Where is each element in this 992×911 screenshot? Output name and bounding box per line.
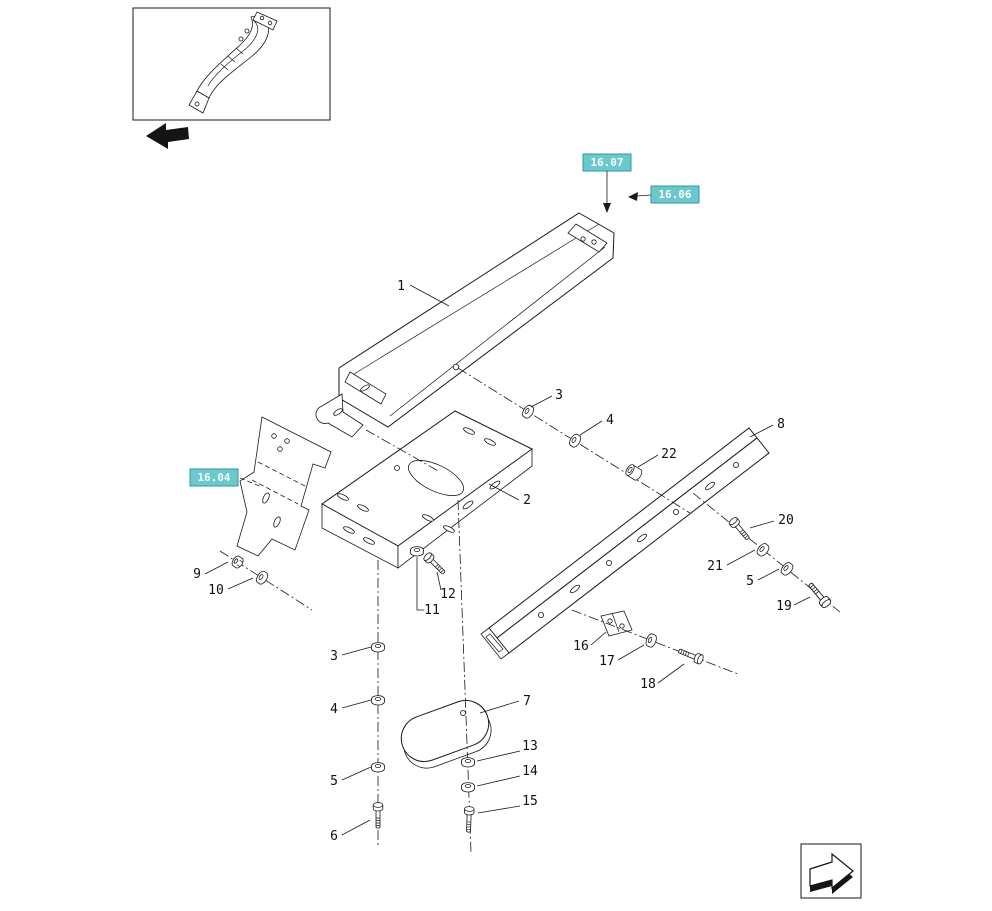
part-number-callout: 4	[606, 413, 614, 428]
part-20-bolt	[727, 515, 753, 543]
callout-leader-line	[341, 699, 372, 709]
part-18-bolt	[676, 645, 705, 666]
part-2-support-bracket	[321, 410, 533, 569]
callout-leader-line	[657, 663, 685, 684]
ref-link-16-07[interactable]: 16.07	[582, 153, 632, 213]
callout-leader-line	[726, 549, 756, 566]
callout-leader-line	[749, 424, 774, 438]
part-5-washer-right	[778, 560, 796, 578]
callout-leader-line	[793, 596, 811, 606]
page-forward-nav[interactable]	[800, 843, 862, 899]
part-number-callout: 10	[208, 583, 224, 598]
part-number-callout: 3	[330, 649, 338, 664]
callout-leader-line	[590, 631, 607, 646]
part-number-callout: 4	[330, 702, 338, 717]
part-1-main-beam	[315, 212, 615, 438]
part-number-callout: 21	[707, 559, 723, 574]
part-number-callout: 11	[424, 603, 440, 618]
callout-leader-line	[416, 557, 424, 611]
callout-leader-line	[579, 420, 603, 436]
part-number-callout: 16	[573, 639, 589, 654]
callout-leader-line	[341, 819, 371, 836]
part-number-callout: 5	[330, 774, 338, 789]
callout-leader-line	[341, 646, 372, 656]
part-number-callout: 22	[661, 447, 677, 462]
thumbnail-panel	[132, 7, 331, 149]
callout-leader-line	[617, 644, 645, 661]
part-number-callout: 3	[555, 388, 563, 403]
part-6-bolt	[372, 802, 384, 829]
part-frame-fragment	[236, 416, 332, 557]
callout-leader-line	[341, 766, 372, 781]
part-number-callout: 7	[523, 694, 531, 709]
ref-highlight-box[interactable]	[189, 468, 239, 487]
part-number-callout: 17	[599, 654, 615, 669]
ref-highlight-box[interactable]	[650, 185, 700, 204]
callout-leader-line	[476, 750, 521, 762]
part-4-washer-lower	[371, 695, 385, 706]
part-number-callout: 20	[778, 513, 794, 528]
part-19-bolt	[805, 580, 833, 610]
callout-leader-line	[749, 520, 775, 529]
part-7-oval-plate	[400, 699, 492, 769]
part-number-callout: 15	[522, 794, 538, 809]
part-21-washer	[754, 541, 772, 559]
callout-leader-line	[637, 454, 659, 468]
part-11-washer	[410, 546, 424, 557]
ref-link-16-04[interactable]: 16.04	[189, 468, 263, 488]
part-12-bolt	[422, 551, 448, 577]
down-arrow-icon	[603, 203, 611, 213]
part-9-nut	[230, 554, 246, 570]
thumbnail-border	[132, 7, 331, 121]
part-17-washer	[644, 632, 659, 649]
callout-leader-line	[476, 775, 521, 787]
callout-leader-line	[409, 284, 450, 307]
part-number-callout: 8	[777, 417, 785, 432]
part-10-washer	[254, 569, 270, 587]
ref-label-text: 16.06	[658, 188, 691, 201]
part-number-callout: 9	[193, 567, 201, 582]
thumbnail-assembly-art	[188, 11, 278, 114]
part-15-bolt	[463, 806, 475, 833]
part-number-callout: 19	[776, 599, 792, 614]
left-arrow-icon	[628, 192, 638, 201]
part-number-callout: 1	[397, 279, 405, 294]
part-14-washer	[461, 782, 475, 793]
part-5-washer-lower	[371, 762, 385, 773]
callout-leader-line	[436, 571, 442, 591]
part-8-long-rail	[480, 427, 770, 660]
callout-leader-line	[227, 577, 254, 590]
page-forward-arrow-icon[interactable]	[809, 852, 854, 894]
part-13-washer	[461, 757, 475, 768]
callout-leader-line	[479, 700, 520, 714]
callout-leader-line	[488, 483, 520, 501]
part-3-washer-lower	[371, 642, 385, 653]
part-number-callout: 2	[523, 493, 531, 508]
part-number-callout: 18	[640, 677, 656, 692]
part-number-callout: 14	[522, 764, 538, 779]
ref-label-text: 16.04	[197, 471, 230, 484]
ref-link-16-06[interactable]: 16.06	[628, 185, 700, 204]
page-back-arrow-icon[interactable]	[146, 123, 189, 149]
ref-label-text: 16.07	[590, 156, 623, 169]
part-22-spacer	[623, 462, 644, 482]
part-number-callout: 12	[440, 587, 456, 602]
part-number-callout: 6	[330, 829, 338, 844]
part-number-callout: 13	[522, 739, 538, 754]
callout-leader-line	[204, 561, 229, 575]
nav-box-border	[800, 843, 862, 899]
part-number-callout: 5	[746, 574, 754, 589]
callout-leader-line	[757, 568, 780, 581]
callout-leader-line	[530, 395, 553, 408]
callout-leader-line	[477, 805, 521, 814]
